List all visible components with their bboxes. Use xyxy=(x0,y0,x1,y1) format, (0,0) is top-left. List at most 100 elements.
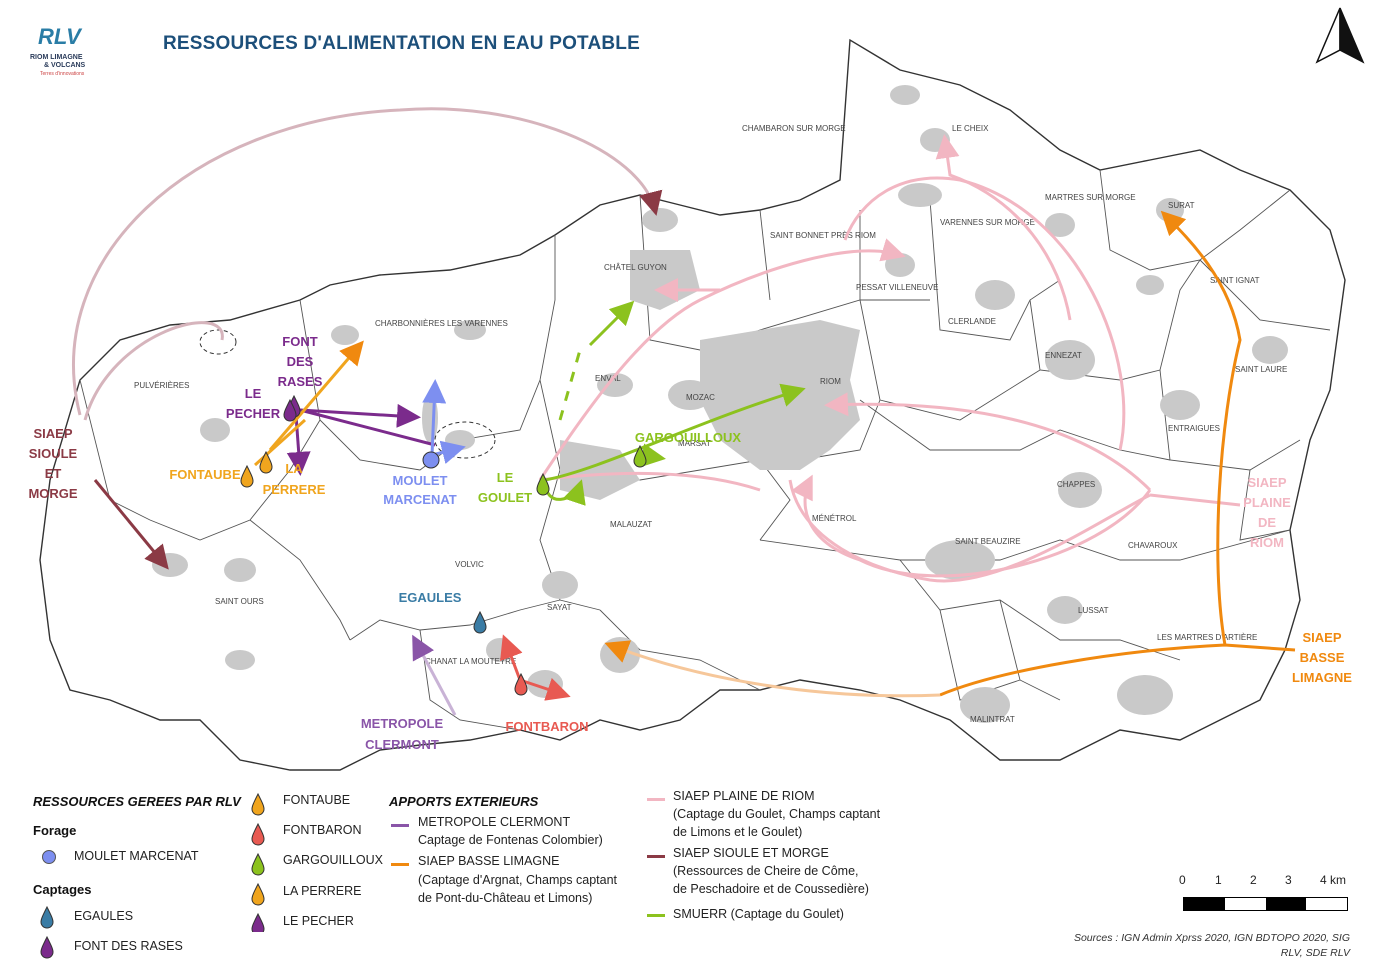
legend-sioule-3: de Peschadoire et de Coussedière) xyxy=(673,882,869,896)
label-fontbaron: FONTBARON xyxy=(505,719,588,734)
commune-label: RIOM xyxy=(820,377,841,386)
label-plaine-3: DE xyxy=(1258,515,1276,530)
legend-font-des-rases-label: FONT DES RASES xyxy=(74,939,183,953)
la-perrere-marker xyxy=(259,450,273,474)
scale-tick-3: 3 xyxy=(1285,873,1292,887)
legend-le-pecher-label: LE PECHER xyxy=(283,914,354,928)
resource-labels: FONT DES RASES LE PECHER FONTAUBE LA PER… xyxy=(28,334,1352,752)
label-metropole-2: CLERMONT xyxy=(365,737,439,752)
scale-tick-4: 4 km xyxy=(1320,873,1347,887)
siaep-sioule-flows xyxy=(72,107,663,570)
legend-plaine-1: SIAEP PLAINE DE RIOM xyxy=(673,789,815,803)
label-plaine-4: RIOM xyxy=(1250,535,1284,550)
commune-label: ENTRAIGUES xyxy=(1168,424,1220,433)
commune-label: SAINT BONNET PRÈS RIOM xyxy=(770,231,876,240)
label-moulet-2: MARCENAT xyxy=(383,492,456,507)
legend-basse-2: (Captage d'Argnat, Champs captant xyxy=(418,873,618,887)
label-plaine-1: SIAEP xyxy=(1247,475,1286,490)
commune-label: SAINT BEAUZIRE xyxy=(955,537,1021,546)
commune-labels: CHAMBARON SUR MORGE LE CHEIX MARTRES SUR… xyxy=(134,124,1287,724)
logo-mark: RLV xyxy=(38,24,81,49)
commune-label: CHAPPES xyxy=(1057,480,1095,489)
label-moulet-1: MOULET xyxy=(393,473,448,488)
legend-smuerr-swatch xyxy=(647,914,665,917)
label-sioule-3: ET xyxy=(45,466,62,481)
label-le-pecher-2: PECHER xyxy=(226,406,281,421)
local-resource-flows xyxy=(253,340,571,716)
legend-metropole-1: METROPOLE CLERMONT xyxy=(418,815,571,829)
resource-markers xyxy=(240,394,647,696)
label-le-goulet-1: LE xyxy=(497,470,514,485)
commune-label: SAINT OURS xyxy=(215,597,264,606)
label-font-des-rases-1: FONT xyxy=(282,334,317,349)
legend-metropole-swatch xyxy=(391,824,409,827)
legend-fontbaron-label: FONTBARON xyxy=(283,823,362,837)
commune-label: SAYAT xyxy=(547,603,572,612)
legend-sioule-2: (Ressources de Cheire de Côme, xyxy=(673,864,859,878)
legend-metropole-2: Captage de Fontenas Colombier) xyxy=(418,833,603,847)
font-des-rases-marker xyxy=(283,398,297,422)
legend-basse-1: SIAEP BASSE LIMAGNE xyxy=(418,854,560,868)
legend-plaine-swatch xyxy=(647,798,665,801)
legend-moulet-symbol xyxy=(42,850,56,869)
legend-plaine-3: de Limons et le Goulet) xyxy=(673,825,803,839)
label-basse-3: LIMAGNE xyxy=(1292,670,1352,685)
scale-bar xyxy=(1183,897,1348,911)
rlv-logo: RLV RIOM LIMAGNE & VOLCANS Terres d'inno… xyxy=(30,24,110,82)
commune-label: SAINT IGNAT xyxy=(1210,276,1260,285)
label-sioule-4: MORGE xyxy=(28,486,77,501)
map-title: RESSOURCES D'ALIMENTATION EN EAU POTABLE xyxy=(163,33,640,54)
fontbaron-marker xyxy=(514,672,528,696)
legend-basse-swatch xyxy=(391,863,409,866)
commune-label: LES MARTRES D'ARTIÈRE xyxy=(1157,633,1257,642)
water-resources-map: CHAMBARON SUR MORGE LE CHEIX MARTRES SUR… xyxy=(28,7,1365,771)
commune-label: CHARBONNIÈRES LES VARENNES xyxy=(375,319,508,328)
commune-label: SAINT LAURE xyxy=(1235,365,1287,374)
legend-sioule-swatch xyxy=(647,855,665,858)
label-fontaube: FONTAUBE xyxy=(169,467,241,482)
commune-label: MARSAT xyxy=(678,439,711,448)
legend-egaules-label: EGAULES xyxy=(74,909,134,923)
label-le-goulet-2: GOULET xyxy=(478,490,532,505)
commune-label: VOLVIC xyxy=(455,560,484,569)
legend-moulet-label: MOULET MARCENAT xyxy=(74,849,199,863)
label-sioule-1: SIAEP xyxy=(33,426,72,441)
label-basse-2: BASSE xyxy=(1300,650,1345,665)
label-la-perrere-2: PERRERE xyxy=(263,482,326,497)
siaep-plaine-flows xyxy=(538,134,1241,583)
commune-label: MÉNÉTROL xyxy=(812,514,857,523)
siaep-basse-flows xyxy=(604,210,1296,698)
dashed-zone xyxy=(199,329,237,355)
egaules-marker xyxy=(473,610,487,634)
logo-line1: RIOM LIMAGNE xyxy=(30,54,83,61)
commune-label: MALAUZAT xyxy=(610,520,652,529)
fontaube-marker xyxy=(240,464,254,488)
label-gargouilloux: GARGOUILLOUX xyxy=(635,430,741,445)
label-font-des-rases-3: RASES xyxy=(278,374,323,389)
logo-tagline: Terres d'innovations xyxy=(40,71,85,77)
legend-forage: Forage xyxy=(33,823,77,838)
commune-label: MOZAC xyxy=(686,393,715,402)
legend-heading-rlv: RESSOURCES GEREES PAR RLV xyxy=(33,794,241,809)
commune-label: LUSSAT xyxy=(1078,606,1109,615)
sources-note: Sources : IGN Admin Xprss 2020, IGN BDTO… xyxy=(1073,932,1350,959)
label-metropole-1: METROPOLE xyxy=(361,716,444,731)
commune-label: PESSAT VILLENEUVE xyxy=(856,283,938,292)
north-arrow-icon xyxy=(1315,7,1365,64)
label-font-des-rases-2: DES xyxy=(287,354,314,369)
label-le-pecher-1: LE xyxy=(245,386,262,401)
commune-label: SURAT xyxy=(1168,201,1195,210)
commune-label: PULVÉRIÈRES xyxy=(134,381,189,390)
commune-label: VARENNES SUR MORGE xyxy=(940,218,1035,227)
commune-label: ENVAL xyxy=(595,374,621,383)
commune-label: CHAVAROUX xyxy=(1128,541,1178,550)
scale-tick-1: 1 xyxy=(1215,873,1222,887)
legend-heading-ext: APPORTS EXTERIEURS xyxy=(389,794,539,809)
legend-gargouilloux-label: GARGOUILLOUX xyxy=(283,853,384,867)
commune-label: ENNEZAT xyxy=(1045,351,1082,360)
legend-captage-symbols-left xyxy=(40,905,54,959)
commune-label: CHANAT LA MOUTEYRE xyxy=(425,657,516,666)
label-la-perrere-1: LA xyxy=(285,461,303,476)
legend-basse-3: de Pont-du-Château et Limons) xyxy=(418,891,593,905)
legend-smuerr: SMUERR (Captage du Goulet) xyxy=(673,907,844,921)
